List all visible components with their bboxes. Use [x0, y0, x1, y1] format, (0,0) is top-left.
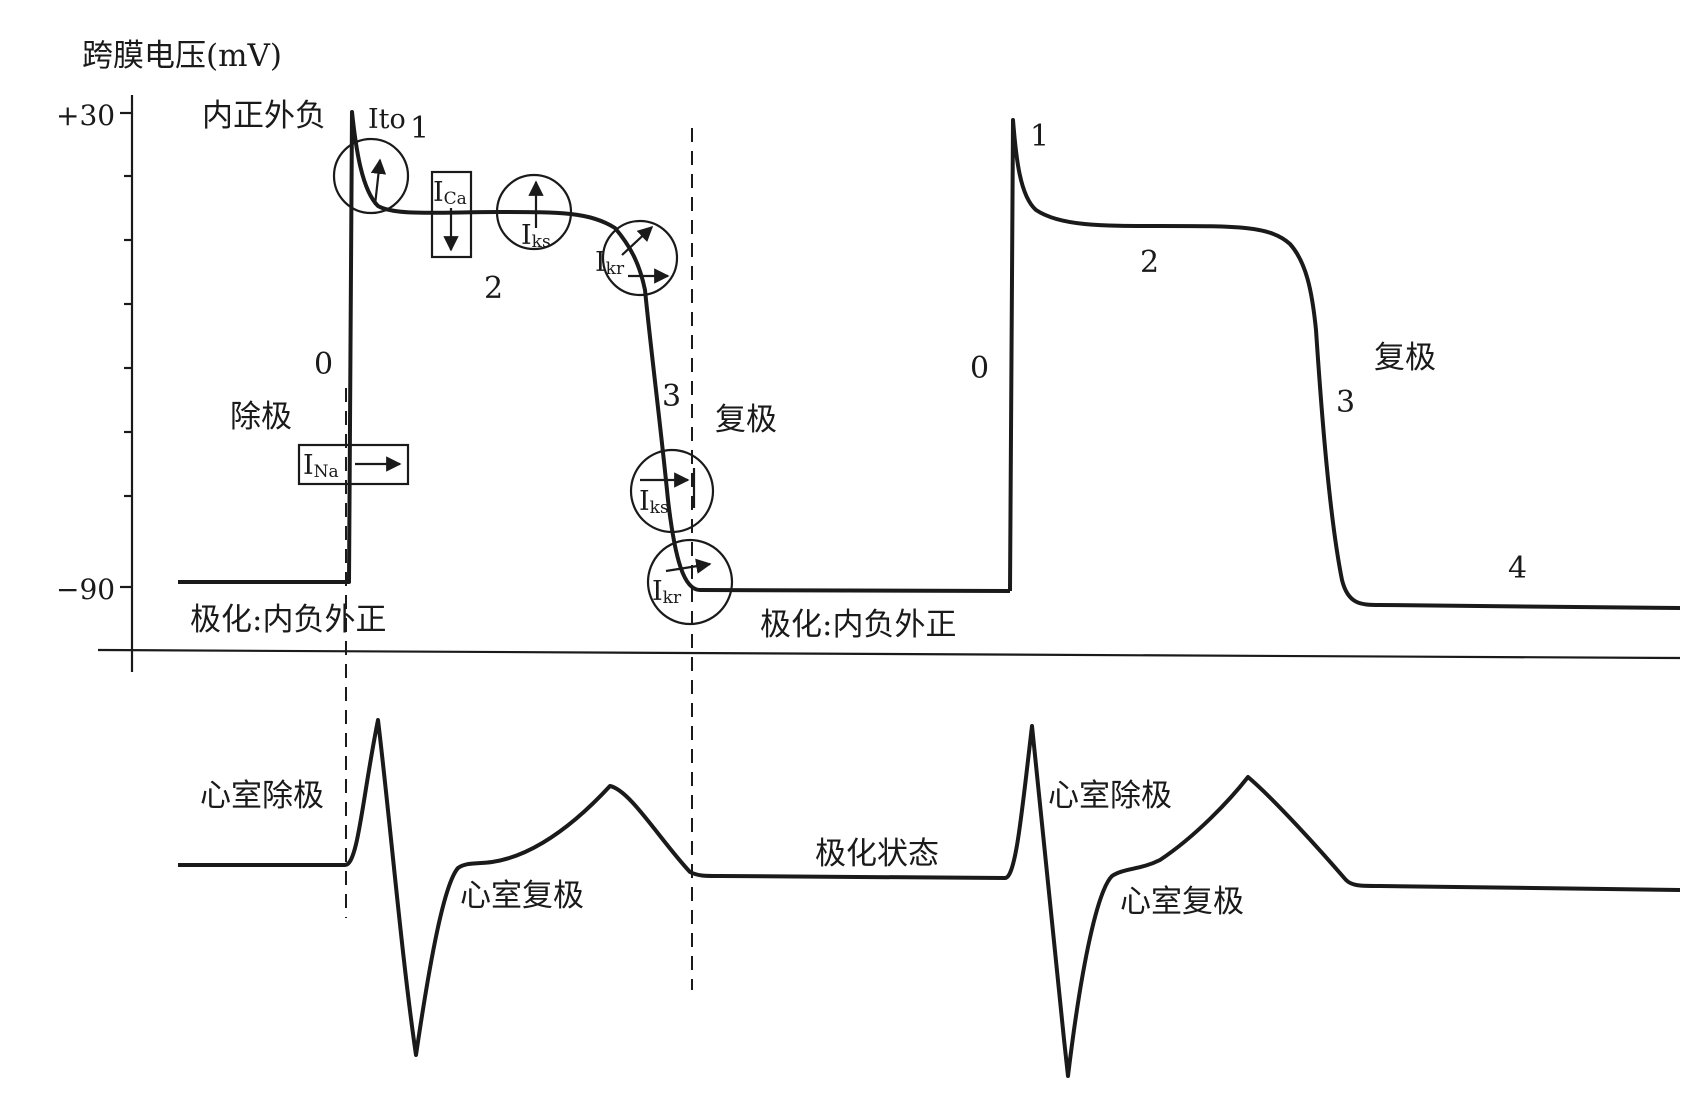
ecg-trace [178, 718, 1681, 1078]
right-phase-4: 4 [1508, 551, 1527, 586]
left-action-potential-curve [178, 110, 1011, 593]
ito-label: Ito [368, 104, 406, 135]
ina-box [297, 443, 410, 486]
right-repolarization-label: 复极 [1374, 340, 1436, 376]
left-repolarization-label: 复极 [715, 402, 777, 438]
iks-top-circle [495, 173, 573, 251]
ecg-polarized-state-label: 极化状态 [815, 836, 939, 872]
ina-label: INa [303, 450, 339, 482]
y-axis-title: 跨膜电压(mV) [82, 38, 282, 74]
right-action-potential-curve [1008, 118, 1681, 610]
ica-box [430, 170, 473, 259]
ecg-left-depolarization-label: 心室除极 [200, 778, 324, 814]
right-phase-3: 3 [1336, 385, 1355, 420]
ecg-right-repolarization-label: 心室复极 [1120, 884, 1244, 920]
right-phase-0: 0 [970, 351, 989, 386]
ecg-left-repolarization-label: 心室复极 [460, 878, 584, 914]
right-phase-1: 1 [1030, 119, 1049, 154]
depolarization-label: 除极 [230, 399, 292, 435]
iks-top-label: Iks [521, 220, 551, 252]
ecg-right-depolarization-label: 心室除极 [1048, 778, 1172, 814]
tick-label-plus30: +30 [56, 99, 115, 132]
ito-circle [332, 137, 410, 215]
ikr-low-circle [646, 538, 734, 626]
ikr-top-circle [601, 219, 679, 297]
left-phase-1: 1 [410, 111, 429, 146]
ito-arrow [370, 158, 387, 206]
ikr-top-label: Ikr [595, 247, 625, 279]
ikr-low-label: Ikr [652, 576, 682, 608]
left-phase-2: 2 [484, 271, 503, 306]
x-axis [97, 648, 1681, 660]
tick-label-minus90: −90 [56, 573, 115, 606]
current-markers [297, 137, 734, 626]
left-phase-0: 0 [314, 347, 333, 382]
iks-low-circle [629, 448, 715, 534]
y-axis [120, 95, 134, 672]
left-polarized-label: 极化:内负外正 [190, 602, 386, 638]
ikr-top-arrow [621, 225, 654, 256]
right-phase-2: 2 [1140, 245, 1159, 280]
left-phase-3: 3 [662, 379, 681, 414]
iks-low-label: Iks [639, 486, 669, 518]
ica-label: ICa [433, 177, 467, 209]
dashed-guides [345, 128, 693, 990]
ikr-low-arrow [665, 558, 712, 574]
inside-positive-label: 内正外负 [202, 98, 326, 134]
right-polarized-label: 极化:内负外正 [760, 607, 956, 643]
